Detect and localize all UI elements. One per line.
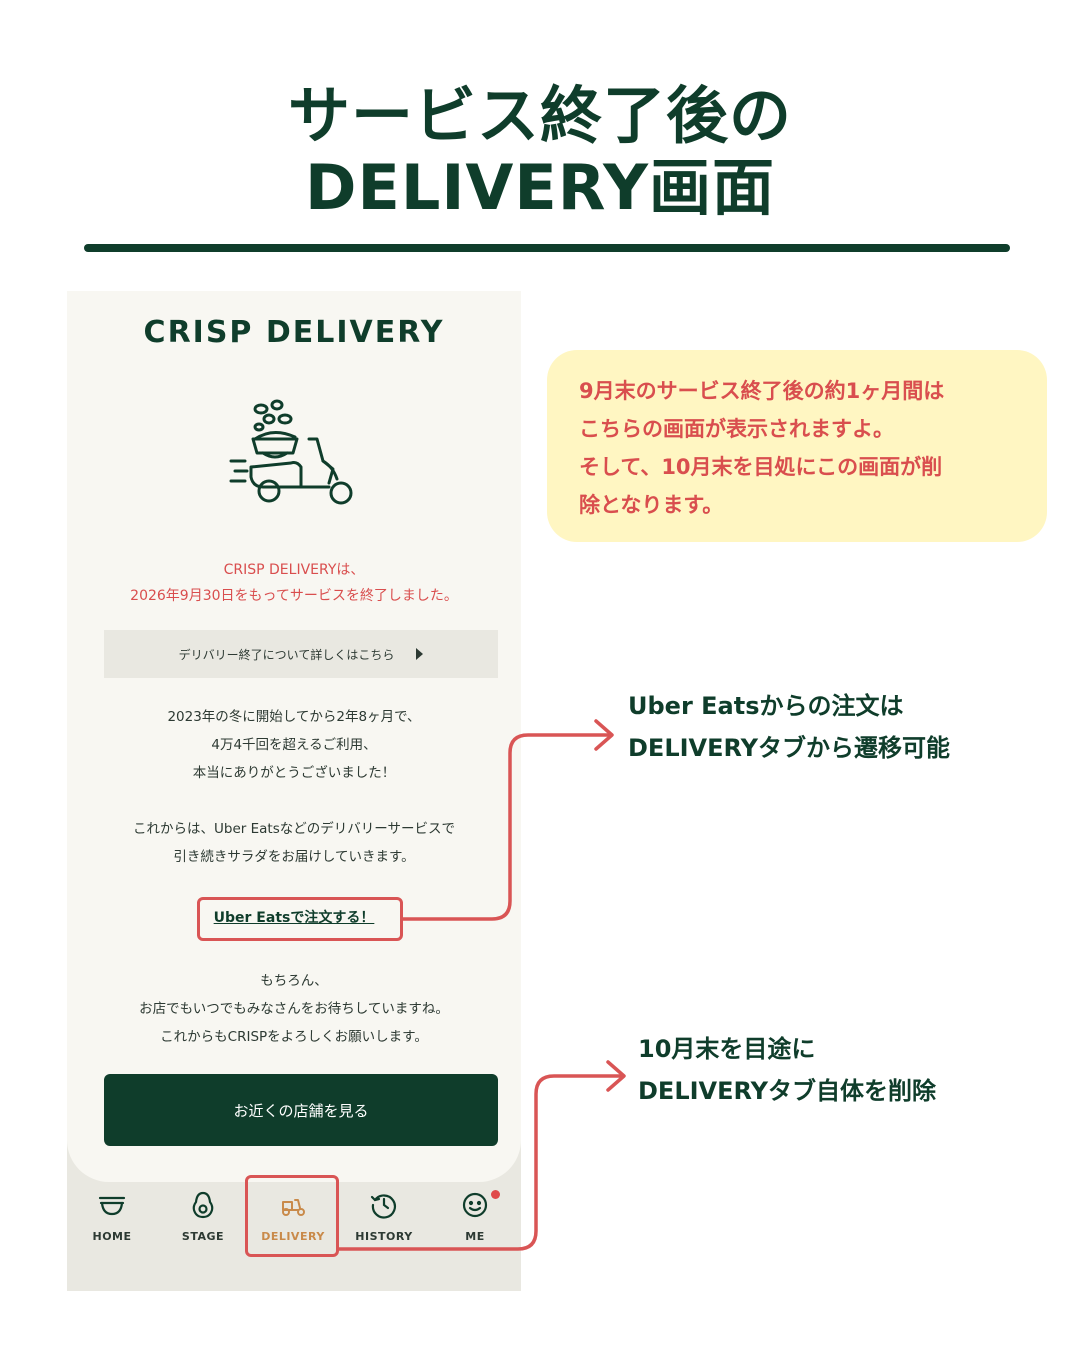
slide-title: サービス終了後の DELIVERY画面 <box>0 80 1080 224</box>
notice-line2: 2026年9月30日をもってサービスを終了しました。 <box>130 588 458 604</box>
scooter-salad-illustration <box>229 399 353 505</box>
delivery-end-details-link[interactable]: デリバリー終了について詳しくはこちら <box>104 630 498 678</box>
thanks-line3: 本当にありがとうございました！ <box>192 765 396 781</box>
clock-history-icon <box>370 1194 396 1219</box>
callout-line1: 9月末のサービス終了後の約1ヶ月間は <box>579 379 945 403</box>
info-callout: 9月末のサービス終了後の約1ヶ月間は こちらの画面が表示されますよ。 そして、1… <box>547 350 1047 542</box>
avocado-icon <box>192 1191 214 1219</box>
app-logo: CRISP DELIVERY <box>143 315 445 350</box>
delivery-tab-highlight <box>245 1175 339 1257</box>
notification-badge <box>491 1190 500 1199</box>
scooter-icon <box>282 1199 305 1216</box>
delivery-screen: CRISP DELIVERY CRISP DELIVERYは、 2026年9月3… <box>67 291 521 1182</box>
tab-history-label: HISTORY <box>355 1230 413 1243</box>
uber-arrow-head <box>594 719 614 751</box>
tab-stage[interactable]: STAGE <box>163 1186 243 1256</box>
callout-line3: そして、10月末を目処にこの画面が削 <box>579 455 943 479</box>
notice-line1: CRISP DELIVERYは、 <box>223 562 365 578</box>
detail-link-label: デリバリー終了について詳しくはこちら <box>178 647 395 662</box>
closing-message: もちろん、 お店でもいつでもみなさんをお待ちしていますね。 これからもCRISP… <box>67 967 521 1051</box>
tab-note-line2: DELIVERYタブ自体を削除 <box>638 1077 937 1105</box>
chevron-right-icon <box>416 648 424 660</box>
bowl-icon <box>98 1196 126 1216</box>
uber-note: Uber Eatsからの注文は DELIVERYタブから遷移可能 <box>628 685 950 769</box>
slide-title-line1: サービス終了後の <box>287 79 792 152</box>
tab-stage-label: STAGE <box>181 1230 225 1243</box>
thanks-line1: 2023年の冬に開始してから2年8ヶ月で、 <box>167 709 421 725</box>
callout-line2: こちらの画面が表示されますよ。 <box>579 417 894 441</box>
tab-me[interactable]: ME <box>435 1186 515 1256</box>
tab-me-label: ME <box>465 1230 485 1243</box>
thanks-message: 2023年の冬に開始してから2年8ヶ月で、 4万4千回を超えるご利用、 本当にあ… <box>67 703 521 787</box>
uber-eats-order-link[interactable]: Uber Eatsで注文する！ <box>213 910 375 926</box>
tab-delivery-label: DELIVERY <box>261 1230 325 1243</box>
callout-line4: 除となります。 <box>579 493 724 517</box>
closing-line2: お店でもいつでもみなさんをお待ちしていますね。 <box>139 1001 449 1017</box>
closing-line3: これからもCRISPをよろしくお願いします。 <box>160 1029 428 1045</box>
uber-note-line1: Uber Eatsからの注文は <box>628 692 904 720</box>
nearby-stores-button[interactable]: お近くの店舗を見る <box>104 1074 498 1146</box>
tab-home[interactable]: HOME <box>72 1186 152 1256</box>
tab-removal-note: 10月末を目途に DELIVERYタブ自体を削除 <box>638 1028 936 1112</box>
uber-link-highlight <box>197 897 403 941</box>
tab-arrow-head <box>606 1060 626 1092</box>
tab-home-label: HOME <box>92 1230 132 1243</box>
phone-screenshot: CRISP DELIVERY CRISP DELIVERYは、 2026年9月3… <box>67 291 521 1291</box>
future-line2: 引き続きサラダをお届けしていきます。 <box>173 849 415 865</box>
tab-note-line1: 10月末を目途に <box>638 1035 816 1063</box>
title-divider <box>84 244 1010 252</box>
thanks-line2: 4万4千回を超えるご利用、 <box>211 737 377 753</box>
future-message: これからは、Uber Eatsなどのデリバリーサービスで 引き続きサラダをお届け… <box>67 815 521 871</box>
slide-title-line2: DELIVERY画面 <box>305 151 775 224</box>
uber-eats-order-row: Uber Eatsで注文する！ <box>67 907 521 927</box>
tab-delivery[interactable]: DELIVERY <box>253 1186 333 1256</box>
future-line1: これからは、Uber Eatsなどのデリバリーサービスで <box>133 821 455 837</box>
uber-note-line2: DELIVERYタブから遷移可能 <box>628 734 951 762</box>
tab-history[interactable]: HISTORY <box>344 1186 424 1256</box>
service-end-notice: CRISP DELIVERYは、 2026年9月30日をもってサービスを終了しま… <box>67 557 521 609</box>
closing-line1: もちろん、 <box>260 973 328 989</box>
smiley-icon <box>462 1192 488 1218</box>
